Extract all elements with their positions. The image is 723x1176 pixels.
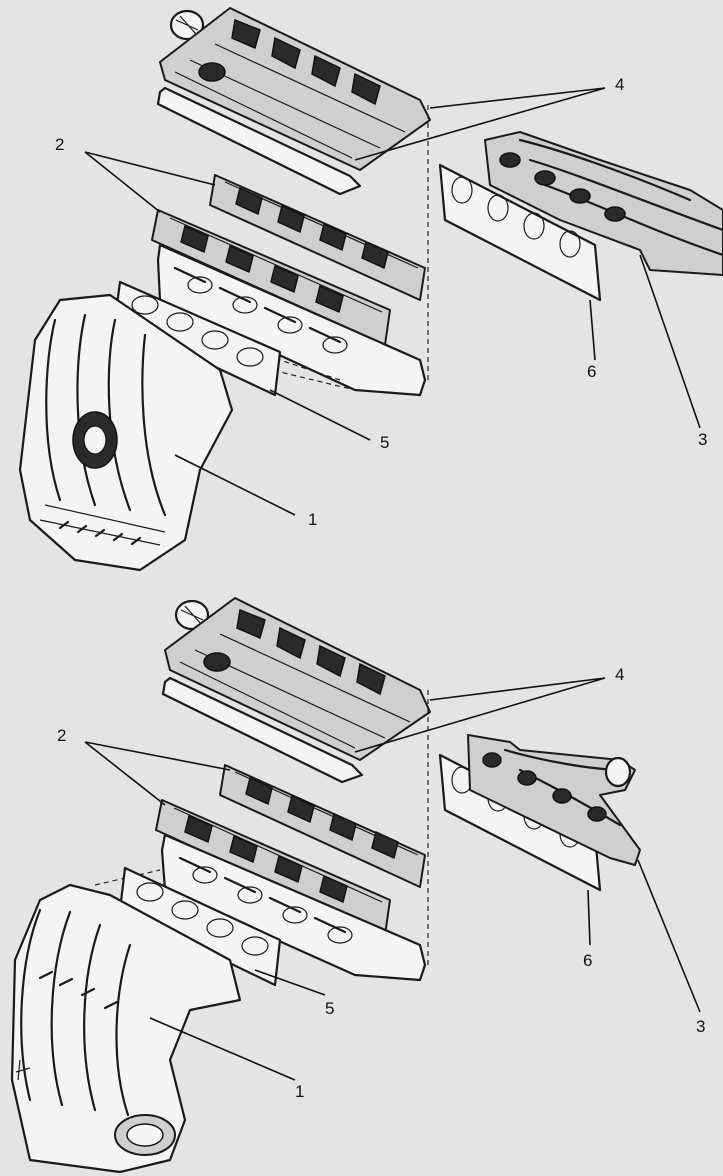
callout-3-top: 3 — [698, 430, 707, 449]
leader-2-top — [84, 151, 216, 213]
callout-3-bottom: 3 — [696, 1017, 705, 1036]
leader-5-top — [269, 389, 371, 441]
callout-4-top: 4 — [615, 75, 624, 94]
valve-cover-bottom — [164, 597, 431, 761]
valve-cover-gasket-bottom — [161, 676, 364, 784]
callout-2-top: 2 — [55, 135, 64, 154]
callout-5-bottom: 5 — [325, 999, 334, 1018]
cylinder-head-top — [156, 243, 427, 397]
cylinder-head-bottom — [160, 833, 427, 982]
callout-6-bottom: 6 — [583, 951, 592, 970]
leader-4-top — [354, 87, 606, 161]
valve-cover-top — [159, 7, 431, 171]
camshaft-housing-upper-bottom — [219, 764, 426, 888]
leader-1-top — [174, 454, 296, 516]
callout-4-bottom: 4 — [615, 665, 624, 684]
exhaust-manifold-top — [484, 131, 723, 276]
leader-6-top — [589, 299, 596, 361]
leader-1-bottom — [149, 1017, 296, 1081]
leader-2-bottom — [84, 741, 231, 806]
oil-filler-cap-top — [169, 9, 205, 41]
intake-manifold-top — [18, 293, 234, 572]
exhaust-manifold-bottom — [467, 734, 641, 866]
callout-1-bottom: 1 — [295, 1082, 304, 1101]
callout-5-top: 5 — [380, 433, 389, 452]
intake-manifold-bottom — [10, 883, 242, 1174]
leader-3-bottom — [637, 859, 701, 1013]
exhaust-gasket-top — [438, 163, 602, 302]
callout-2-bottom: 2 — [57, 726, 66, 745]
valve-cover-gasket-top — [156, 86, 362, 196]
leader-4-bottom — [354, 677, 606, 753]
bottom-assembly: 1 2 3 4 5 6 — [10, 597, 705, 1174]
camshaft-housing-upper-top — [209, 174, 426, 301]
camshaft-housing-lower-bottom — [155, 799, 391, 936]
leader-6-bottom — [587, 889, 591, 946]
leader-3-top — [639, 254, 701, 429]
intake-gasket-bottom — [118, 866, 282, 987]
callout-1-top: 1 — [308, 510, 317, 529]
callout-6-top: 6 — [587, 362, 596, 381]
top-assembly: 1 2 3 4 5 6 — [18, 7, 723, 572]
leader-5-bottom — [254, 969, 326, 996]
